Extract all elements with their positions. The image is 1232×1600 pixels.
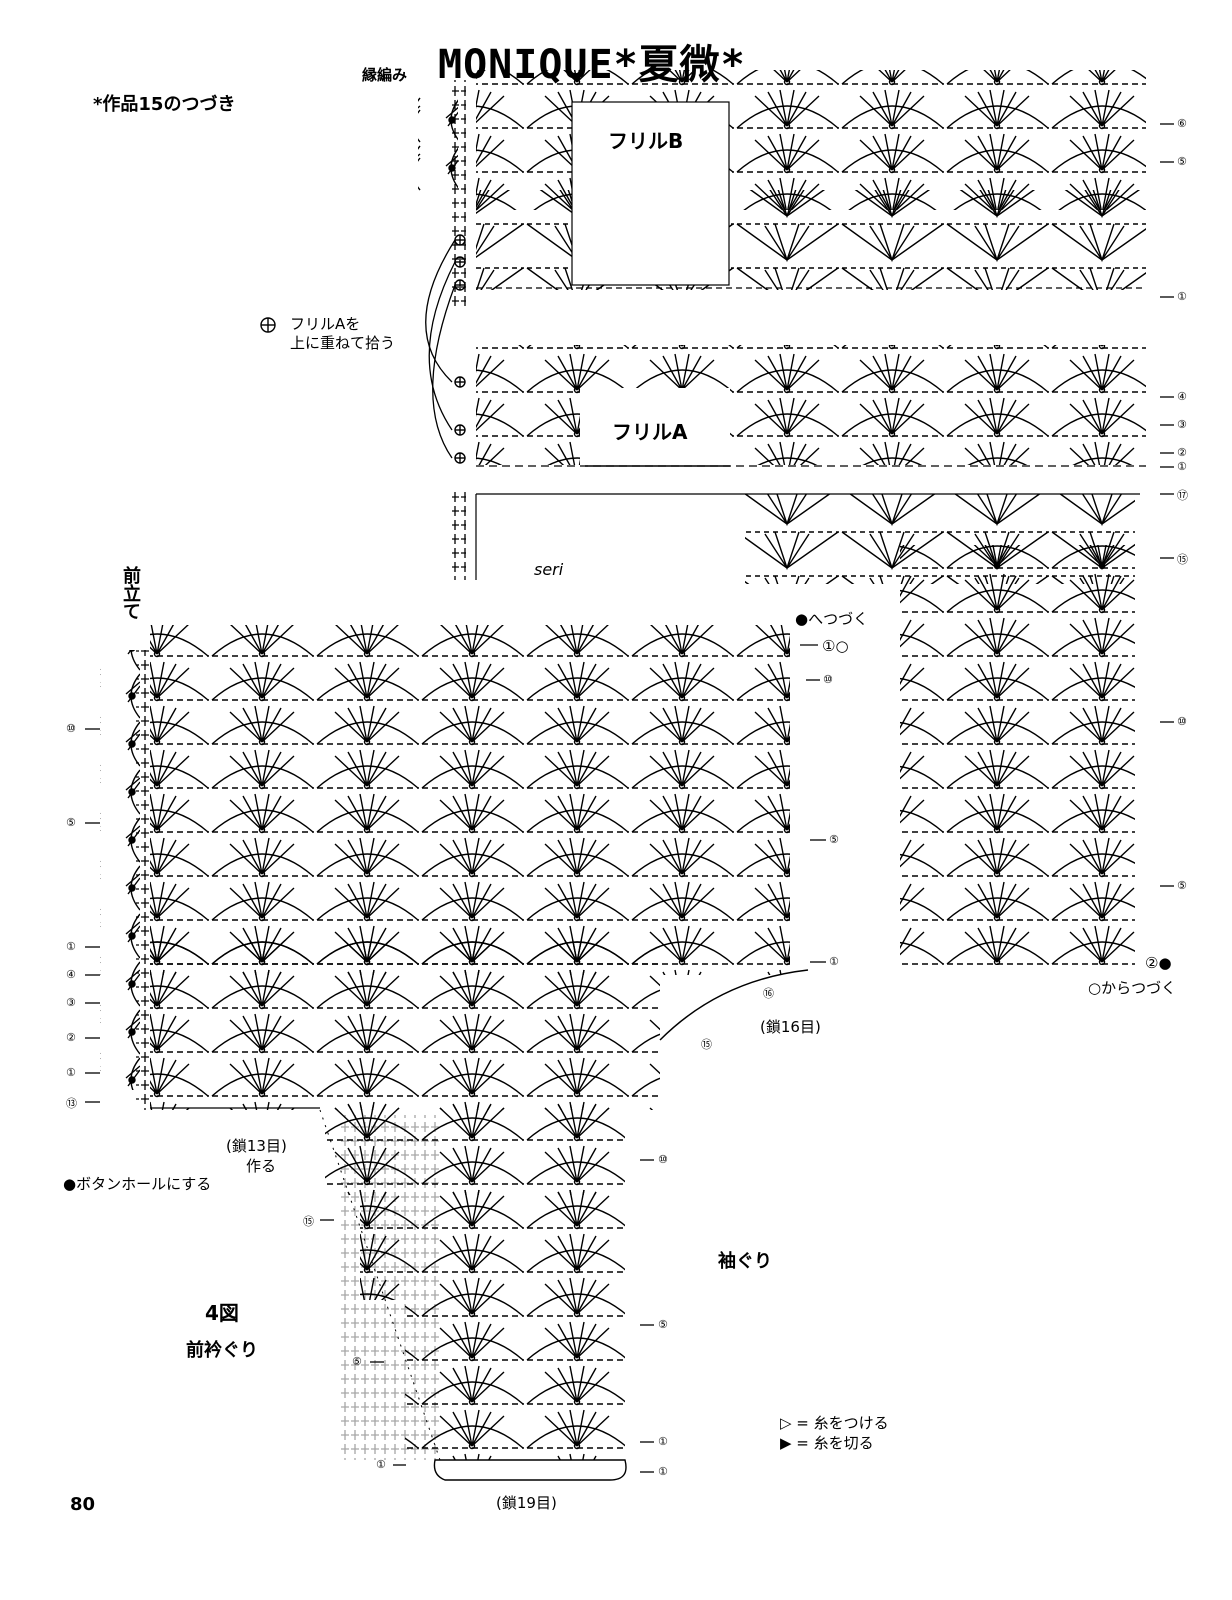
pickup-arrows — [425, 239, 456, 459]
shoulder-chart — [745, 494, 1135, 965]
edge-column-mid — [452, 490, 466, 580]
frill-a-chart — [476, 345, 1146, 468]
row-arrows — [85, 123, 1174, 1473]
legend-cut: ▶ = 糸を切る — [780, 1434, 874, 1452]
front-body-chart — [150, 625, 809, 1110]
watermark: MONIQUE*夏微* — [438, 42, 746, 88]
row-label: ⑮ — [1177, 553, 1188, 566]
row-label: ⑮ — [303, 1215, 314, 1228]
row-label: ⑬ — [66, 1097, 77, 1110]
pickup-note-2: 上に重ねて拾う — [290, 334, 396, 352]
row-label: ⑩ — [1177, 715, 1187, 728]
chain-13-label: (鎖13目) — [226, 1137, 287, 1155]
row-label: ⑯ — [763, 987, 774, 1000]
chain-19-label: (鎖19目) — [496, 1494, 557, 1512]
buttonhole-note: ●ボタンホールにする — [63, 1175, 212, 1193]
row-2-dot: ②● — [1145, 954, 1172, 972]
row-label: ② — [1177, 446, 1187, 459]
row-label: ⑤ — [658, 1318, 668, 1331]
row-label: ⑤ — [1177, 155, 1187, 168]
frill-b-chart — [476, 70, 1146, 290]
make-label: 作る — [246, 1157, 277, 1175]
armhole-label: 袖ぐり — [718, 1251, 772, 1272]
edge-chain-top — [418, 96, 458, 192]
row-label: ⑩ — [66, 722, 76, 735]
row-label: ⑤ — [352, 1355, 362, 1368]
row-label: ⑩ — [823, 673, 833, 686]
row-label: ④ — [1177, 390, 1187, 403]
chain-16-label: (鎖16目) — [760, 1018, 821, 1036]
frill-a-label: フリルA — [612, 420, 688, 444]
front-band-label: 前立て — [120, 566, 141, 620]
row-label: ① — [66, 940, 76, 953]
continuation-title: *作品15のつづき — [93, 94, 236, 115]
frill-b-label: フリルB — [608, 129, 684, 153]
page-number: 80 — [70, 1494, 96, 1515]
row-label: ① — [1177, 460, 1187, 473]
row-label: ⑰ — [1177, 489, 1188, 502]
row-label: ① — [829, 955, 839, 968]
row-label: ③ — [1177, 418, 1187, 431]
edge-label: 縁編み — [362, 66, 408, 84]
row-label: ⑤ — [1177, 879, 1187, 892]
row-label: ① — [66, 1066, 76, 1079]
front-band-chain — [100, 650, 140, 1090]
row-label: ④ — [66, 968, 76, 981]
row-label: ⑩ — [658, 1153, 668, 1166]
row-label: ① — [658, 1465, 668, 1478]
figure-label: 4図 — [205, 1301, 239, 1325]
neckline-stitches — [340, 1115, 440, 1460]
continue-from-note: ○からつづく — [1088, 979, 1177, 997]
row-1-circle: ①○ — [822, 637, 849, 655]
pickup-note-1: フリルAを — [290, 315, 361, 333]
pickup-marks — [260, 234, 466, 464]
row-label: ⑤ — [66, 816, 76, 829]
front-neckline-label: 前衿ぐり — [186, 1340, 258, 1361]
row-label: ⑮ — [701, 1038, 712, 1051]
row-label: ③ — [66, 996, 76, 1009]
lower-column-chart — [319, 1105, 627, 1481]
row-label: ① — [658, 1435, 668, 1448]
row-label: ① — [1177, 290, 1187, 303]
row-label: ⑤ — [829, 833, 839, 846]
seri-signature: seri — [534, 560, 564, 579]
row-label: ① — [376, 1458, 386, 1471]
continue-to-note: ●へつづく — [795, 610, 869, 628]
legend-attach: ▷ = 糸をつける — [780, 1414, 889, 1432]
row-label: ② — [66, 1031, 76, 1044]
row-label: ⑥ — [1177, 117, 1187, 130]
